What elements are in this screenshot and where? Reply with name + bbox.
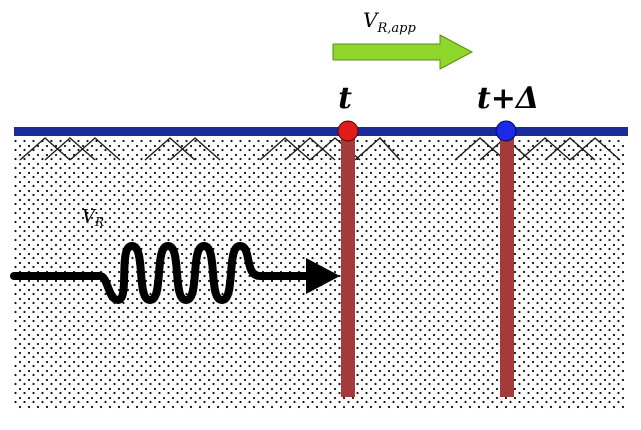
right-arrow-icon bbox=[332, 34, 474, 70]
apparent-velocity-main: V bbox=[363, 8, 380, 32]
right-arrow-icon bbox=[306, 258, 340, 294]
time-t-label: t bbox=[338, 81, 352, 116]
wave-velocity-label: VR bbox=[82, 206, 104, 229]
wave-path bbox=[10, 242, 316, 304]
wave-velocity-main: V bbox=[82, 206, 97, 227]
pole-t-delta bbox=[500, 134, 514, 397]
time-t-delta-label: t+Δ bbox=[477, 81, 539, 116]
apparent-velocity-sub: R,app bbox=[376, 21, 416, 36]
apparent-velocity-label: VR,app bbox=[363, 8, 416, 36]
pole-t bbox=[341, 134, 355, 397]
sensor-t-delta bbox=[495, 120, 517, 142]
ground-surface-line bbox=[14, 127, 628, 136]
sensor-t bbox=[337, 120, 359, 142]
wave-velocity-sub: R bbox=[94, 215, 104, 229]
